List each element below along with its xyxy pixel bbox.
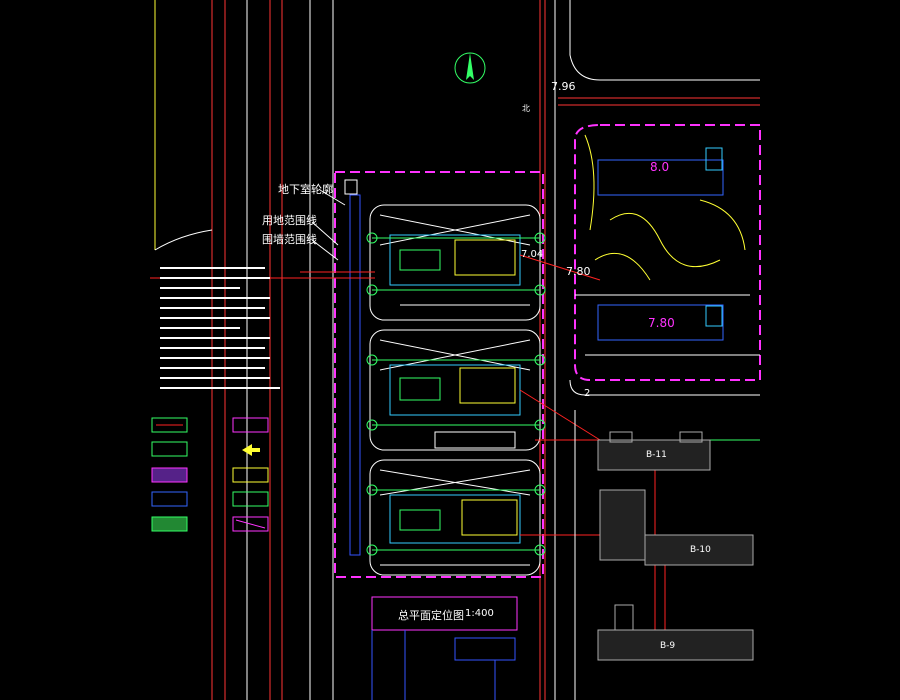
label-leaders [311,189,346,261]
neighbor-building-b11 [597,431,711,471]
plan-scale: 1:400 [465,608,494,619]
building-block-1 [366,204,546,321]
site-boundary-label: 用地范围线 [262,214,317,227]
plan-title: 总平面定位图 [398,609,464,622]
building-block-3 [366,459,546,576]
notes-block [160,267,280,389]
elevation-mid-east: 7.80 [566,265,591,278]
neighbor-label-b11: B-11 [646,450,667,460]
neighbor-label-b10: B-10 [690,545,711,555]
elevation-top-road: 7.96 [551,80,576,93]
elevation-garden-top: 8.0 [650,160,670,174]
east-garden [574,124,761,381]
neighbor-label-b9: B-9 [660,641,676,651]
elevation-garden-bottom: 7.80 [648,316,675,330]
north-road [539,0,760,700]
site-boundary [334,171,544,578]
neighbor-building-b9 [597,604,754,661]
road-label-2: 2 [584,388,591,399]
north-arrow-icon [454,52,486,84]
neighbor-building-b10 [599,489,754,566]
title-block [371,596,518,700]
west-road [154,0,334,700]
wall-boundary-label: 围墙范围线 [262,233,317,246]
building-block-2 [366,329,546,451]
legend [151,417,269,532]
north-label: 北 [522,104,530,113]
basement-outline-label: 地下室轮廓 [278,183,333,196]
elevation-building-a: 7.04 [521,249,544,260]
